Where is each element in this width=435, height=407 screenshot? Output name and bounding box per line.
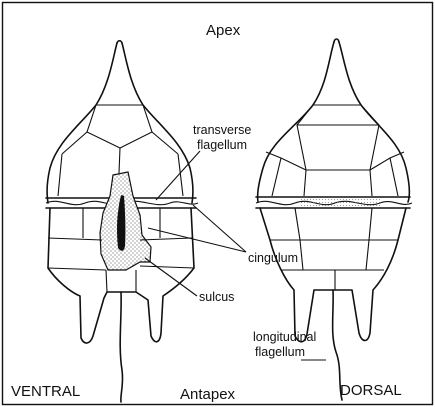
label-longitudinal-flagellum-1: longitudinal [253,330,316,344]
callout-lines [145,151,326,360]
label-sulcus: sulcus [199,290,234,304]
label-transverse-flagellum-2: flagellum [197,138,247,152]
label-longitudinal-flagellum-2: flagellum [255,345,305,359]
label-ventral: VENTRAL [11,383,80,400]
label-dorsal: DORSAL [340,382,402,399]
label-cingulum: cingulum [248,251,298,265]
ventral-cell [46,41,198,402]
label-apex: Apex [206,22,241,39]
label-antapex: Antapex [180,386,236,403]
label-transverse-flagellum-1: transverse [193,123,251,137]
